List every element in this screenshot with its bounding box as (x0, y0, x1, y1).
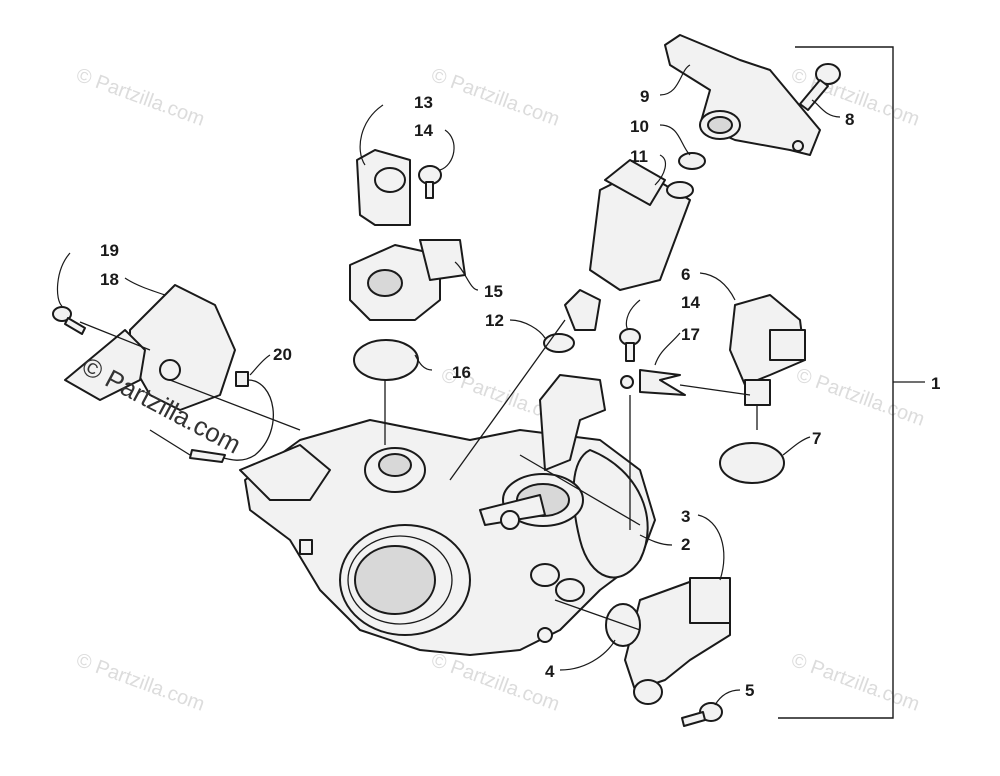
screw-8 (799, 63, 841, 111)
watermark: © Partzilla.com (428, 649, 562, 716)
callout-6: 6 (681, 265, 690, 284)
watermark: © Partzilla.com (788, 649, 922, 716)
callout-14a: 14 (414, 121, 433, 140)
callout-13: 13 (414, 93, 433, 112)
watermark: © Partzilla.com (428, 64, 562, 131)
callout-2: 2 (681, 535, 690, 554)
sensor-6 (729, 294, 806, 430)
callout-12: 12 (485, 311, 504, 330)
sensor-3 (624, 577, 731, 705)
o-ring-10 (678, 152, 706, 170)
bracket-13 (356, 149, 442, 226)
callout-17: 17 (681, 325, 700, 344)
callout-19: 19 (100, 241, 119, 260)
clip-17 (620, 369, 686, 396)
screw-14-right (619, 328, 641, 362)
watermark: © Partzilla.com (793, 364, 927, 431)
watermark: © Partzilla.com (73, 649, 207, 716)
cover-18 (64, 284, 236, 411)
fuel-rail (664, 34, 821, 156)
callout-15: 15 (484, 282, 503, 301)
watermark: © Partzilla.com (73, 64, 207, 131)
o-ring-7 (719, 442, 785, 484)
callout-11: 11 (630, 147, 648, 166)
callout-20: 20 (273, 345, 292, 364)
callout-5: 5 (745, 681, 754, 700)
assembly-lines (79, 319, 751, 631)
callout-4: 4 (545, 662, 555, 681)
o-ring-16 (353, 339, 419, 381)
callout-14b: 14 (681, 293, 700, 312)
screw-5 (681, 702, 723, 727)
callout-1: 1 (931, 374, 940, 393)
temp-sensor-20 (149, 371, 274, 463)
callout-9: 9 (640, 87, 649, 106)
sensor-15 (349, 239, 466, 321)
callout-18: 18 (100, 270, 119, 289)
callout-8: 8 (845, 110, 854, 129)
o-ring-4 (605, 603, 641, 647)
screw-19 (52, 306, 86, 335)
callout-16: 16 (452, 363, 471, 382)
fuel-injector (564, 159, 694, 331)
leader-lines (56, 64, 841, 706)
callout-10: 10 (630, 117, 649, 136)
callout-labels: 1 2 3 4 5 6 7 8 9 10 11 12 13 14 14 15 1… (100, 87, 940, 700)
callout-3: 3 (681, 507, 690, 526)
callout-7: 7 (812, 429, 821, 448)
assembly-bracket (778, 46, 925, 719)
throttle-body (239, 374, 656, 656)
